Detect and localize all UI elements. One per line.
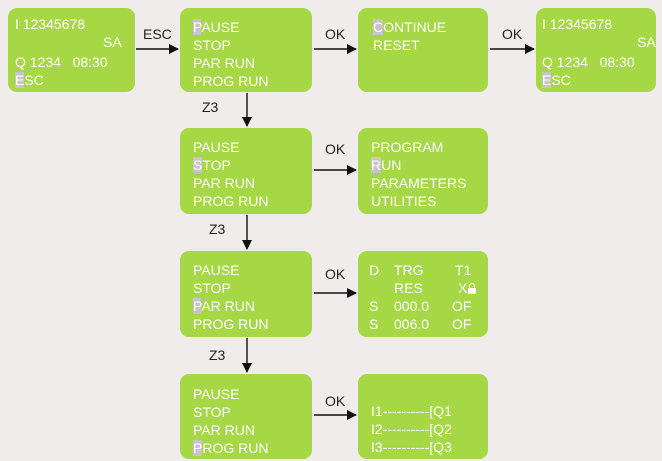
param-s1-state: OF [452, 298, 472, 314]
cursor: E [15, 72, 25, 88]
screen-menu-prog-run: PAUSE STOP PAR RUN PROG RUN [180, 374, 312, 459]
param-res-label: RES [394, 280, 423, 296]
cursor: C [373, 19, 384, 35]
status-outputs-time: Q 1234 08:30 [15, 54, 108, 70]
menu-item-par-run: PAR RUN [193, 55, 255, 71]
z3-label-2: Z3 [209, 221, 226, 237]
menu-item-prog-run: PROG RUN [193, 440, 269, 456]
menu-item-continue: CONTINUE [373, 19, 447, 35]
param-s1-type: S [369, 298, 379, 314]
menu-item-reset: RESET [373, 37, 420, 53]
menu-item-pause: PAUSE [193, 139, 240, 155]
lock-icon [468, 283, 477, 294]
menu-item-run: RUN [371, 157, 402, 173]
menu-item-stop: STOP [193, 280, 231, 296]
status-mode: SA [103, 34, 122, 50]
menu-item-utilities: UTILITIES [371, 193, 437, 209]
menu-item-stop: STOP [193, 37, 231, 53]
screen-continue: CONTINUE RESET [358, 8, 488, 92]
param-type: D [369, 262, 380, 278]
param-s2-value: 006.0 [394, 316, 430, 332]
status-outputs-time: Q 1234 08:30 [542, 54, 635, 70]
screen-status-2: I 12345678 SA Q 1234 08:30 ESC [536, 8, 656, 92]
menu-item-stop: STOP [193, 404, 231, 420]
screen-menu-stop: PAUSE STOP PAR RUN PROG RUN [180, 128, 312, 214]
cursor: P [193, 19, 202, 35]
status-esc: ESC [15, 72, 44, 88]
param-trg-label: TRG [394, 262, 424, 278]
menu-item-prog-run: PROG RUN [193, 73, 269, 89]
param-res-value: X [458, 280, 477, 296]
ladder-rung-2: I2----------[Q2 [371, 421, 452, 437]
cursor: E [542, 72, 552, 88]
status-inputs: I 12345678 [15, 16, 86, 32]
param-s1-value: 000.0 [394, 298, 430, 314]
cursor: P [193, 440, 203, 456]
screen-ladder: I1----------[Q1 I2----------[Q2 I3------… [358, 374, 488, 459]
menu-item-pause: PAUSE [193, 19, 240, 35]
menu-item-stop: STOP [193, 157, 231, 173]
esc-label: ESC [143, 26, 172, 42]
menu-item-parameters: PARAMETERS [371, 175, 467, 191]
ok-label-4: OK [325, 266, 346, 282]
ok-label-5: OK [325, 393, 346, 409]
menu-item-par-run: PAR RUN [193, 422, 255, 438]
param-block-name: T1 [455, 262, 472, 278]
menu-item-par-run: PAR RUN [193, 175, 255, 191]
screen-parameters: D TRG T1 RES X S 000.0 OF S 006.0 OF [358, 251, 488, 337]
ladder-rung-1: I1----------[Q1 [371, 403, 452, 419]
cursor: R [371, 157, 382, 173]
screen-status-1: I 12345678 SA Q 1234 08:30 ESC [8, 8, 135, 92]
menu-item-program: PROGRAM [371, 139, 444, 155]
ok-label-2: OK [502, 26, 523, 42]
status-inputs: I 12345678 [542, 16, 613, 32]
cursor: P [193, 298, 202, 314]
menu-item-par-run: PAR RUN [193, 298, 255, 314]
menu-item-pause: PAUSE [193, 386, 240, 402]
ok-label-1: OK [325, 26, 346, 42]
screen-menu-pause: PAUSE STOP PAR RUN PROG RUN [180, 8, 312, 92]
ladder-rung-3: I3----------[Q3 [371, 439, 452, 455]
z3-label-1: Z3 [202, 99, 219, 115]
param-s2-type: S [369, 316, 379, 332]
z3-label-3: Z3 [209, 347, 226, 363]
screen-program: PROGRAM RUN PARAMETERS UTILITIES [358, 128, 488, 214]
cursor: S [193, 157, 203, 173]
param-s2-state: OF [452, 316, 472, 332]
menu-item-prog-run: PROG RUN [193, 316, 269, 332]
ok-label-3: OK [325, 141, 346, 157]
menu-item-pause: PAUSE [193, 262, 240, 278]
screen-menu-par-run: PAUSE STOP PAR RUN PROG RUN [180, 251, 312, 337]
status-mode: SA [637, 34, 656, 50]
menu-item-prog-run: PROG RUN [193, 193, 269, 209]
status-esc: ESC [542, 72, 571, 88]
